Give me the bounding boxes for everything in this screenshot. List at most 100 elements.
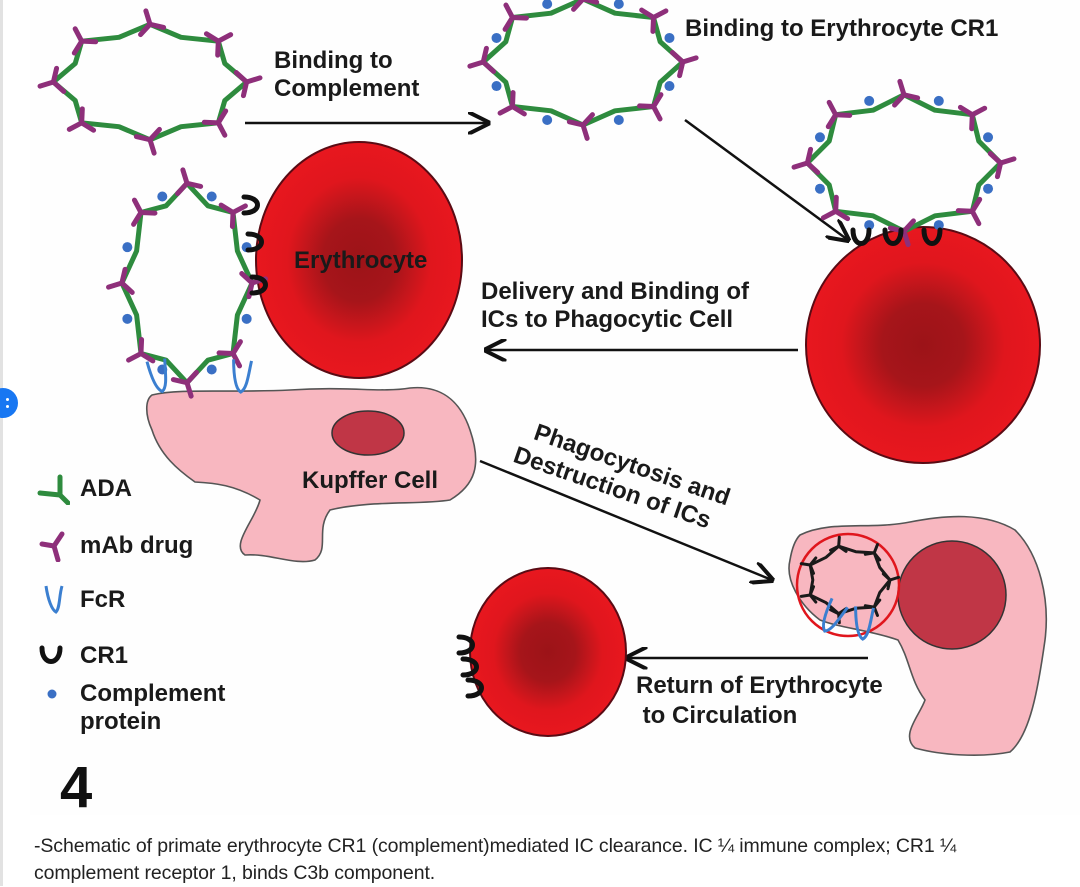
immune-complex-initial bbox=[37, 8, 263, 156]
complement-protein bbox=[613, 115, 624, 126]
diagram-canvas bbox=[37, 0, 1048, 756]
figure-panel: Binding to Complement Binding to Erythro… bbox=[30, 0, 1080, 818]
label-return: Return of Erythrocyte to Circulation bbox=[636, 671, 883, 731]
fcr-receptor bbox=[822, 597, 849, 633]
mab-drug bbox=[571, 0, 600, 12]
mab-drug bbox=[791, 146, 821, 175]
immune-complex-on-kupffer bbox=[106, 167, 268, 399]
complement-protein bbox=[542, 115, 553, 126]
mab-drug bbox=[955, 196, 983, 227]
cr1-receptor bbox=[245, 231, 264, 253]
complement-protein-icon bbox=[34, 680, 70, 712]
cr1-receptor bbox=[249, 274, 268, 296]
label-line: Complement bbox=[274, 75, 420, 102]
legend-label-line: protein bbox=[80, 708, 162, 735]
complement-protein bbox=[664, 32, 675, 43]
fcr-receptor bbox=[854, 606, 875, 641]
mab-drug bbox=[37, 65, 67, 94]
complement-protein bbox=[864, 220, 875, 231]
mab-drug bbox=[829, 535, 848, 553]
phagosome-ring bbox=[795, 532, 901, 638]
cr1-receptor bbox=[850, 227, 872, 246]
label-line: Binding to bbox=[274, 47, 393, 74]
complement-protein bbox=[664, 81, 675, 92]
floating-side-button[interactable] bbox=[0, 388, 18, 418]
mab-drug bbox=[863, 543, 882, 562]
ada-antibody-icon bbox=[34, 473, 71, 506]
legend-label-line: Complement bbox=[80, 680, 226, 707]
mab-drug bbox=[106, 266, 135, 295]
mab-drug bbox=[799, 556, 818, 575]
label-binding-to-cr1: Binding to Erythrocyte CR1 bbox=[685, 15, 999, 42]
erythrocyte-upper-left bbox=[255, 141, 463, 379]
figure-caption: -Schematic of primate erythrocyte CR1 (c… bbox=[34, 833, 1064, 887]
mab-drug bbox=[66, 106, 97, 133]
mab-drug bbox=[987, 151, 1017, 180]
complement-protein bbox=[814, 183, 825, 194]
mab-drug bbox=[825, 99, 853, 130]
cr1-receptor bbox=[882, 227, 904, 246]
cr1-receptor bbox=[921, 227, 943, 246]
legend-label: mAb drug bbox=[80, 532, 194, 559]
mab-drug bbox=[131, 197, 158, 227]
legend-label: FcR bbox=[80, 586, 126, 613]
legend-label: CR1 bbox=[80, 642, 129, 669]
erythrocyte-right bbox=[805, 226, 1041, 464]
cr1-receptor bbox=[456, 634, 475, 656]
cr1-receptor bbox=[460, 656, 479, 678]
complement-protein bbox=[241, 313, 252, 324]
mab-drug bbox=[799, 585, 818, 604]
fcr-icon bbox=[34, 584, 70, 616]
mab-drug bbox=[497, 90, 527, 117]
immune-complex-cr1-bound bbox=[791, 78, 1017, 248]
arrow-phagocytosis bbox=[479, 459, 772, 580]
label-kupffer-cell: Kupffer Cell bbox=[302, 467, 439, 494]
mab-drug bbox=[218, 202, 248, 229]
complement-protein bbox=[933, 95, 944, 106]
cr1-receptor bbox=[241, 194, 260, 216]
caption-line: complement receptor 1, binds C3b compone… bbox=[34, 862, 436, 884]
kupffer-nucleus-left bbox=[331, 410, 405, 456]
caption-line: -Schematic of primate erythrocyte CR1 (c… bbox=[34, 835, 957, 857]
mab-drug-icon bbox=[34, 530, 70, 563]
mab-drug bbox=[170, 369, 199, 399]
mab-drug bbox=[892, 78, 921, 108]
legend-item-fcr: FcR bbox=[34, 584, 125, 616]
complement-protein bbox=[814, 132, 825, 143]
page-left-border bbox=[0, 0, 3, 886]
complement-protein bbox=[206, 364, 217, 375]
mab-drug bbox=[957, 104, 988, 132]
mab-drug bbox=[126, 337, 156, 364]
mab-drug bbox=[71, 26, 99, 56]
complement-protein bbox=[933, 220, 944, 231]
label-line: ICs to Phagocytic Cell bbox=[481, 306, 734, 333]
mab-drug bbox=[233, 70, 263, 99]
label-line: Delivery and Binding of bbox=[481, 278, 750, 305]
complement-protein bbox=[122, 242, 133, 253]
mab-drug bbox=[175, 167, 204, 197]
fcr-receptor bbox=[232, 359, 253, 394]
mab-drug bbox=[467, 45, 497, 74]
complement-protein bbox=[122, 313, 133, 324]
mab-drug bbox=[203, 31, 234, 58]
mab-drug bbox=[502, 2, 529, 32]
complement-protein bbox=[542, 0, 553, 9]
label-delivery: Delivery and Binding of ICs to Phagocyti… bbox=[481, 278, 749, 334]
mab-drug bbox=[216, 339, 243, 369]
erythrocyte-returned bbox=[469, 567, 627, 737]
mab-drug bbox=[881, 572, 901, 591]
fcr-receptor bbox=[145, 358, 168, 394]
cr1-receptor bbox=[465, 677, 484, 699]
label-line: to Circulation bbox=[636, 702, 798, 729]
complement-protein bbox=[491, 32, 502, 43]
legend-label: ADA bbox=[80, 475, 132, 502]
mab-drug bbox=[639, 7, 669, 34]
complement-protein bbox=[206, 191, 217, 202]
complement-protein bbox=[491, 81, 502, 92]
legend-item-cr1: CR1 bbox=[34, 640, 128, 672]
mab-drug bbox=[133, 126, 162, 156]
complement-protein bbox=[864, 95, 875, 106]
legend-item-ada: ADA bbox=[34, 473, 132, 506]
label-binding-to-complement: Binding to Complement bbox=[274, 47, 419, 103]
complement-protein bbox=[613, 0, 624, 9]
